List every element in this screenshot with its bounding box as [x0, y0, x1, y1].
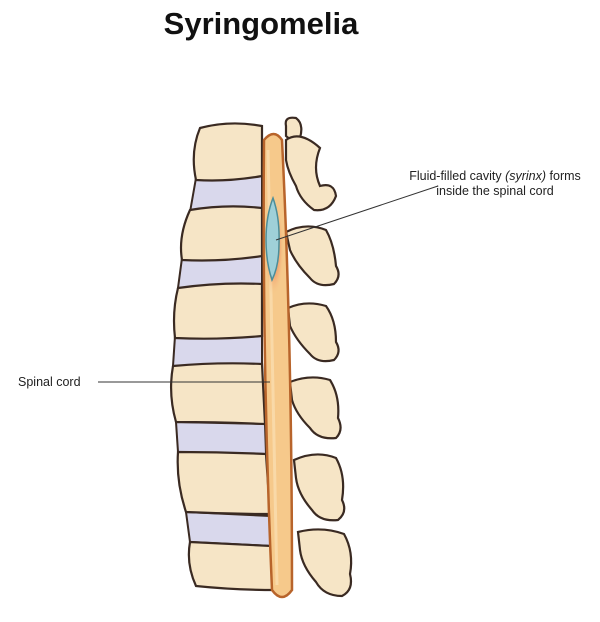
vertebra-body-1 — [192, 122, 264, 182]
process-1 — [284, 135, 338, 212]
process-5 — [292, 453, 346, 522]
vertebra-body-5 — [176, 450, 272, 516]
process-6 — [296, 528, 353, 598]
spinal-cord-highlight — [266, 149, 279, 586]
syrinx-label: Fluid-filled cavity (syrinx) forms insid… — [400, 169, 590, 199]
syrinx-label-suffix: forms — [546, 169, 581, 183]
diagram-title: Syringomelia — [163, 6, 359, 41]
process-2 — [284, 225, 340, 287]
vertebra-body-6 — [187, 540, 278, 592]
disc-4 — [174, 420, 268, 456]
syrinx-label-line-2: inside the spinal cord — [436, 184, 554, 198]
vertebra-body-2 — [179, 205, 264, 262]
syrinx-label-line-1: Fluid-filled cavity (syrinx) forms — [400, 169, 590, 184]
syrinx-leader-line — [275, 185, 439, 241]
spinal-cord-label: Spinal cord — [18, 375, 81, 389]
vertebral-bodies — [169, 122, 278, 592]
syrinx-cavity — [265, 195, 280, 282]
syrinx-label-italic: (syrinx) — [505, 169, 547, 183]
vertebra-body-3 — [172, 282, 264, 340]
spinous-processes — [284, 116, 353, 598]
vertebra-body-4 — [169, 362, 267, 426]
disc-5 — [184, 510, 274, 548]
syrinx-label-prefix: Fluid-filled cavity — [409, 169, 506, 183]
process-4 — [288, 376, 342, 440]
process-3 — [286, 302, 340, 363]
